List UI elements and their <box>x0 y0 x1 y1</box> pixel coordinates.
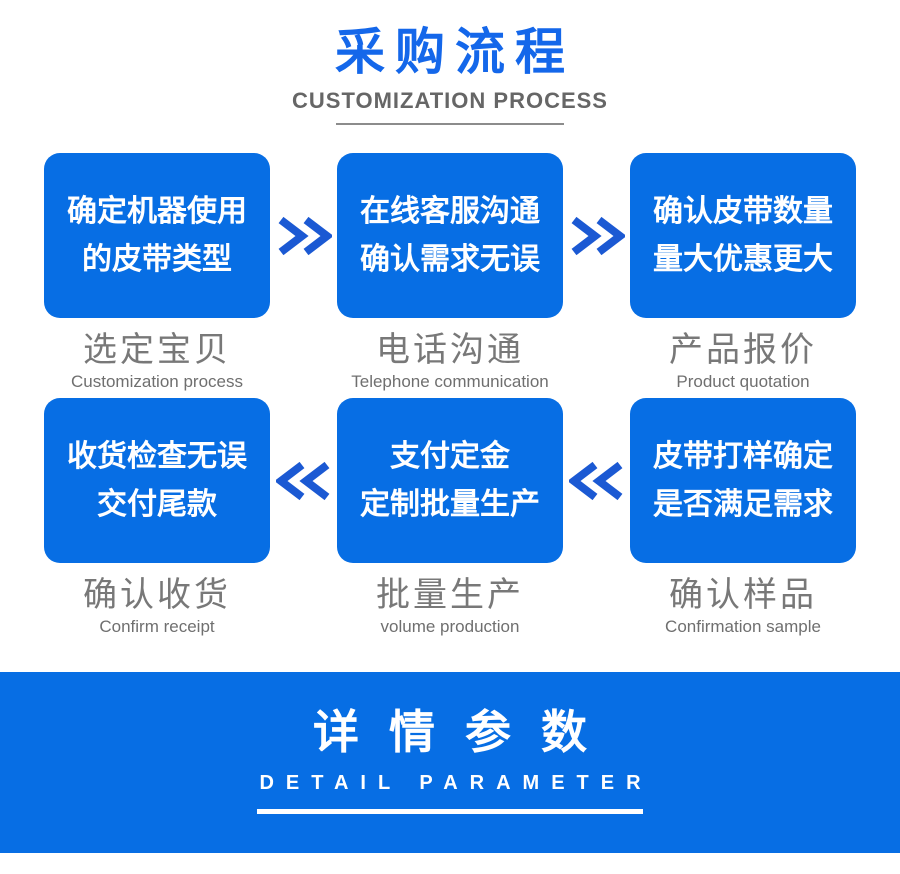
banner-subtitle: DETAIL PARAMETER <box>259 772 653 794</box>
step-box-line: 在线客服沟通 <box>360 194 540 228</box>
process-step-4: 皮带打样确定 是否满足需求 确认样品 Confirmation sample <box>630 398 856 637</box>
step-label-en: Telephone communication <box>351 372 549 391</box>
step-label: 电话沟通 <box>376 331 524 369</box>
step-box-line: 收货检查无误 <box>67 439 247 473</box>
process-step-2: 在线客服沟通 确认需求无误 电话沟通 Telephone communicati… <box>337 153 563 392</box>
step-box-line: 是否满足需求 <box>653 487 833 521</box>
process-step-3: 确认皮带数量 量大优惠更大 产品报价 Product quotation <box>630 153 856 392</box>
double-chevron-left-icon <box>563 398 630 563</box>
process-row-1: 确定机器使用 的皮带类型 选定宝贝 Customization process … <box>44 153 856 392</box>
step-label: 确认收货 <box>83 576 231 614</box>
step-box: 确认皮带数量 量大优惠更大 <box>630 153 856 318</box>
page-subtitle: CUSTOMIZATION PROCESS <box>292 88 608 113</box>
step-box: 确定机器使用 的皮带类型 <box>44 153 270 318</box>
step-box-line: 支付定金 <box>390 439 510 473</box>
step-box-line: 确定机器使用 <box>67 194 247 228</box>
step-box-line: 的皮带类型 <box>82 242 232 276</box>
step-box: 在线客服沟通 确认需求无误 <box>337 153 563 318</box>
step-label-en: Confirmation sample <box>665 617 821 636</box>
step-box-line: 量大优惠更大 <box>653 242 833 276</box>
double-chevron-right-icon <box>270 153 337 318</box>
step-box-line: 确认需求无误 <box>360 242 540 276</box>
banner-title: 详情参数 <box>313 706 617 758</box>
subtitle-underline <box>336 123 564 125</box>
step-box-line: 定制批量生产 <box>360 487 540 521</box>
step-label: 选定宝贝 <box>83 331 231 369</box>
section-header: 采购流程 CUSTOMIZATION PROCESS <box>0 24 900 125</box>
process-row-2: 收货检查无误 交付尾款 确认收货 Confirm receipt 支付定金 定制… <box>44 398 856 637</box>
step-label: 批量生产 <box>376 576 524 614</box>
process-step-1: 确定机器使用 的皮带类型 选定宝贝 Customization process <box>44 153 270 392</box>
step-label-en: Customization process <box>71 372 243 391</box>
step-box-line: 交付尾款 <box>97 487 217 521</box>
step-label-en: volume production <box>380 617 520 636</box>
double-chevron-left-icon <box>270 398 337 563</box>
step-box-line: 确认皮带数量 <box>653 194 833 228</box>
page-title: 采购流程 <box>335 24 575 80</box>
step-label: 确认样品 <box>669 576 817 614</box>
step-box: 支付定金 定制批量生产 <box>337 398 563 563</box>
step-label-en: Confirm receipt <box>99 617 215 636</box>
detail-parameter-banner: 详情参数 DETAIL PARAMETER <box>0 672 900 853</box>
step-label-en: Product quotation <box>676 372 810 391</box>
banner-underline <box>257 809 643 814</box>
step-label: 产品报价 <box>669 331 817 369</box>
step-box: 收货检查无误 交付尾款 <box>44 398 270 563</box>
step-box: 皮带打样确定 是否满足需求 <box>630 398 856 563</box>
process-step-6: 收货检查无误 交付尾款 确认收货 Confirm receipt <box>44 398 270 637</box>
process-step-5: 支付定金 定制批量生产 批量生产 volume production <box>337 398 563 637</box>
double-chevron-right-icon <box>563 153 630 318</box>
step-box-line: 皮带打样确定 <box>653 439 833 473</box>
